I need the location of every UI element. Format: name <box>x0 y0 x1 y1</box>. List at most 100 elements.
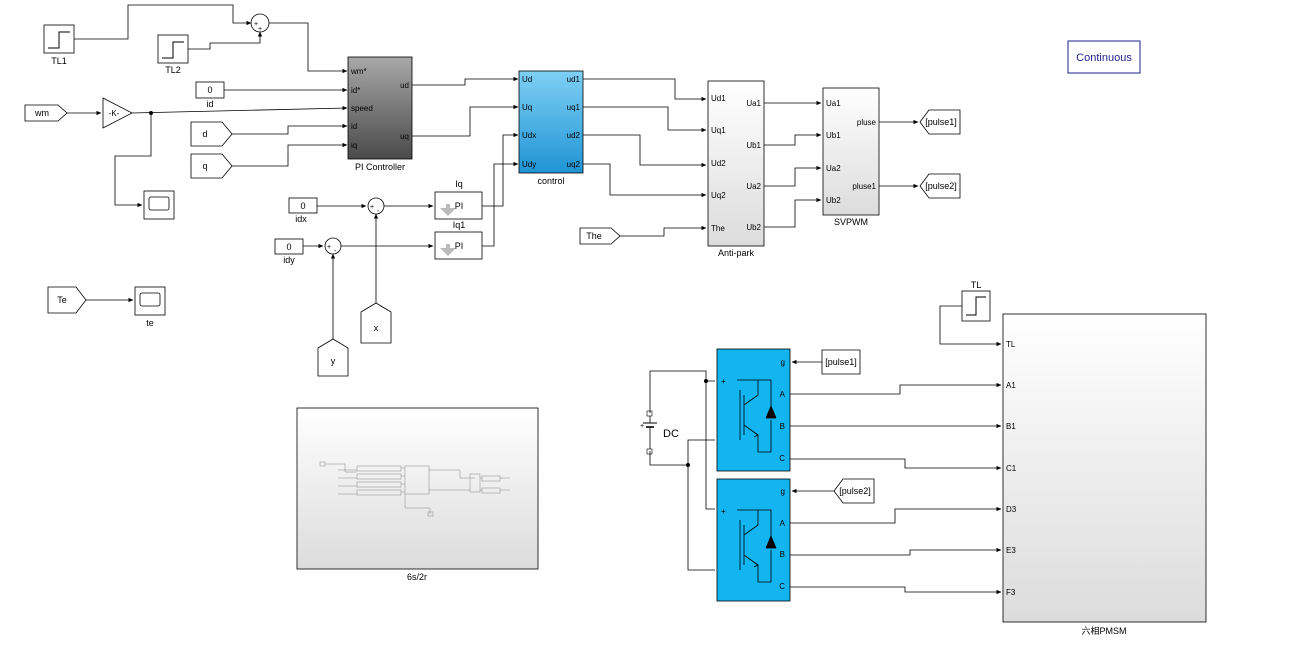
step-tl2-label: TL2 <box>165 65 181 75</box>
wire <box>412 104 519 137</box>
from-wm-label: wm <box>34 108 49 118</box>
pi-label: PI <box>455 241 464 251</box>
from-te-tag[interactable]: Te <box>47 286 87 314</box>
port-label: iq <box>351 141 357 150</box>
from-q-label: q <box>202 161 207 171</box>
scope-icon <box>148 196 170 211</box>
wire <box>232 142 348 167</box>
step-icon <box>966 296 986 316</box>
port-label: id* <box>351 86 360 95</box>
const-idx-block[interactable]: 0 idx <box>288 197 318 224</box>
const-idx-value: 0 <box>300 201 305 211</box>
wire <box>583 106 707 133</box>
port-label: wm* <box>350 67 367 76</box>
dc-label: DC <box>663 428 679 440</box>
step-tl1-block[interactable]: TL1 <box>43 24 75 66</box>
port-label: Ud2 <box>711 159 726 168</box>
port-label: The <box>711 224 725 233</box>
sum-idx[interactable]: + - <box>367 197 385 215</box>
port-label: C1 <box>1006 464 1017 473</box>
goto-pulse1-tag[interactable]: [pulse1] <box>919 109 961 135</box>
port-label: uq1 <box>567 103 581 112</box>
wire <box>764 165 822 187</box>
port-label: uq <box>400 132 409 141</box>
port-label: pluse1 <box>852 182 876 191</box>
const-id-block[interactable]: 0 id <box>195 81 225 109</box>
port-label: A1 <box>1006 381 1016 390</box>
const-idy-block[interactable]: 0 idy <box>274 238 304 265</box>
svpwm-block[interactable]: Ua1 Ub1 Ua2 Ub2 pluse pluse1 SVPWM <box>822 87 880 227</box>
sum-sign: + <box>370 204 374 211</box>
from-x-tag[interactable]: x <box>360 302 392 344</box>
sum-sign: + <box>254 21 258 28</box>
wire <box>74 4 252 40</box>
pi-iq-block[interactable]: PI Iq Iq1 <box>434 179 483 230</box>
step-tl-label: TL <box>971 280 982 290</box>
port-label: uq2 <box>567 160 581 169</box>
from-q-tag[interactable]: q <box>190 153 233 179</box>
control-block[interactable]: Ud Uq Udx Udy ud1 uq1 ud2 uq2 control <box>518 70 584 186</box>
const-idx-name: idx <box>295 214 307 224</box>
wire <box>649 370 715 413</box>
port-label: B <box>780 422 785 431</box>
scope-speed-block[interactable] <box>143 190 175 220</box>
step-tl1-label: TL1 <box>51 56 67 66</box>
igbt-diode-icon <box>737 509 777 583</box>
dc-source-block[interactable]: + DC <box>640 410 679 455</box>
pmsm-block[interactable]: TL A1 B1 C1 D3 E3 F3 六相PMSM <box>1002 313 1207 636</box>
pmsm-name: 六相PMSM <box>1081 625 1126 636</box>
pi-controller-block[interactable]: wm* id* speed id iq ud uq PI Controller <box>347 56 413 172</box>
wire <box>114 113 152 208</box>
port-label: Udy <box>522 160 536 169</box>
port-label: Uq1 <box>711 126 726 135</box>
step-icon <box>48 31 70 49</box>
port-label: Uq2 <box>711 191 726 200</box>
wire <box>790 458 1002 471</box>
inverter-2-block[interactable]: g + A B C <box>716 478 791 602</box>
scope-te-block[interactable]: te <box>134 286 166 328</box>
port-label: F3 <box>1006 588 1016 597</box>
port-label: Ud1 <box>711 94 726 103</box>
from-d-tag[interactable]: d <box>190 121 233 147</box>
sum-load-torque[interactable]: + + <box>250 13 270 33</box>
goto-pulse2-tag[interactable]: [pulse2] <box>919 173 961 199</box>
anti-park-block[interactable]: Ud1 Uq1 Ud2 Uq2 The Ua1 Ub1 Ua2 Ub2 Anti… <box>707 80 765 258</box>
sum-sign: - <box>377 208 380 215</box>
from-wm-tag[interactable]: wm <box>24 104 68 122</box>
wire <box>269 22 348 74</box>
port-label: Ub2 <box>746 223 761 232</box>
from-d-label: d <box>202 129 207 139</box>
sum-idy[interactable]: + - <box>324 237 342 255</box>
solver-label: Continuous <box>1076 52 1132 64</box>
solver-config-block[interactable]: Continuous <box>1067 40 1141 74</box>
step-tl2-block[interactable]: TL2 <box>157 34 189 75</box>
from-y-tag[interactable]: y <box>317 338 349 377</box>
pi-iq1-block[interactable]: PI <box>434 231 483 260</box>
from-pulse1-label: [pulse1] <box>825 357 857 367</box>
wire <box>649 439 715 466</box>
control-name: control <box>537 176 564 186</box>
dc-plus: + <box>640 423 644 430</box>
gain-block[interactable]: -K- <box>102 97 133 129</box>
arrow-down-icon <box>440 244 456 256</box>
wire <box>764 132 822 146</box>
from-x-label: x <box>374 323 379 333</box>
igbt-diode-icon <box>737 379 777 453</box>
sum-sign: + <box>327 244 331 251</box>
wire <box>412 76 519 86</box>
from-the-tag[interactable]: The <box>579 227 621 245</box>
subsystem-6s2r-block[interactable]: 6s/2r <box>296 407 539 582</box>
wire <box>764 197 822 228</box>
from-pulse1-tag[interactable]: [pulse1] <box>821 349 861 375</box>
port-label: D3 <box>1006 505 1017 514</box>
subsystem-name: 6s/2r <box>407 572 427 582</box>
port-label: pluse <box>857 118 877 127</box>
wire <box>583 134 707 168</box>
port-label: g <box>781 358 785 367</box>
step-tl-block[interactable]: TL <box>961 280 991 322</box>
anti-park-name: Anti-park <box>718 248 755 258</box>
from-pulse2-tag[interactable]: [pulse2] <box>833 478 875 504</box>
port-label: B <box>780 550 785 559</box>
inverter-1-block[interactable]: g + A B C <box>716 348 791 472</box>
port-label: C <box>779 454 785 463</box>
